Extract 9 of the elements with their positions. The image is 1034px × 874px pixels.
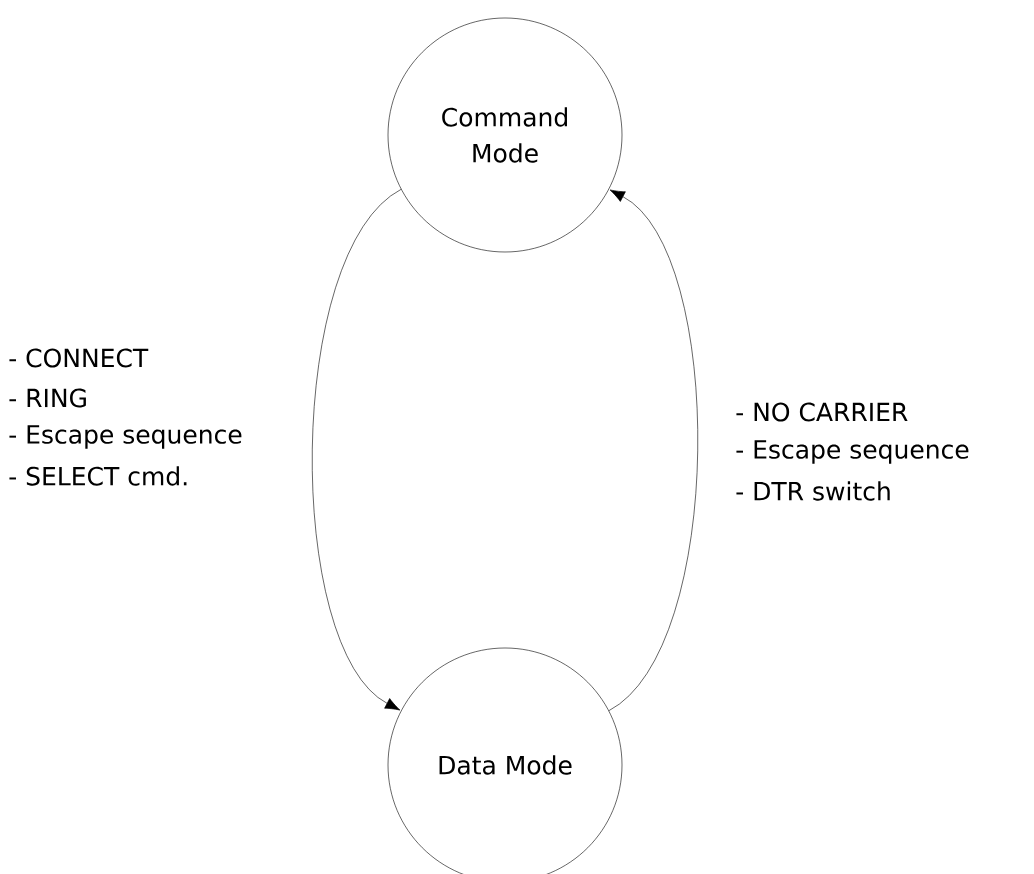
transition-label: - RING [9,388,86,408]
transition-label: - DTR switch [736,481,890,501]
transition-arrow [608,189,699,711]
transition-label: - Escape sequence [736,440,969,464]
transition-arrow [311,189,402,711]
transition-label: - CONNECT [9,348,149,368]
transition-label: - SELECT cmd. [9,466,187,486]
transition-label: - Escape sequence [9,425,242,449]
transition-label: - NO CARRIER [736,402,908,422]
